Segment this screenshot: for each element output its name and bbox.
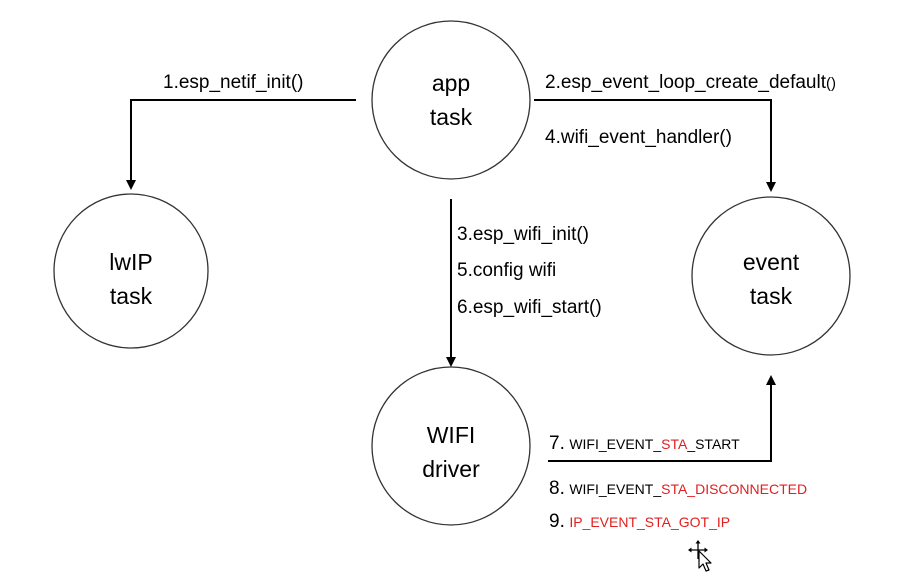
label-esp-wifi-start: 6.esp_wifi_start() (457, 297, 602, 318)
wifi-driver-line1: WIFI (426, 422, 476, 448)
edge-sta-start (548, 375, 776, 462)
edge-esp-netif-init (126, 99, 356, 190)
edge-event-loop (534, 99, 776, 192)
app-task-label: app task (401, 66, 501, 134)
wifi-driver-label: WIFI driver (401, 418, 501, 486)
label-event-loop-create-default: 2.esp_event_loop_create_default() (545, 72, 836, 95)
event-number: 9. (549, 511, 565, 532)
event-sta-got-ip: 9. IP_EVENT_STA_GOT_IP (549, 511, 730, 534)
label-event-loop-main: 2.esp_event_loop_create_default (545, 72, 827, 93)
event-task-circle (691, 196, 851, 356)
app-task-line2: task (429, 104, 473, 130)
lwip-task-circle (53, 193, 209, 349)
wifi-driver-line2: driver (422, 456, 480, 482)
event-sta-disconnected: 8. WIFI_EVENT_STA_DISCONNECTED (549, 478, 807, 501)
app-task-line1: app (431, 70, 471, 96)
event-highlight: IP_EVENT_STA_GOT_IP (569, 514, 731, 530)
wifi-driver-circle (371, 366, 531, 526)
event-task-line1: event (742, 249, 800, 275)
move-cursor-icon (688, 540, 718, 578)
lwip-task-line1: lwIP (109, 249, 153, 275)
event-sta-start: 7. WIFI_EVENT_STA_START (549, 433, 740, 456)
label-esp-wifi-init: 3.esp_wifi_init() (457, 224, 589, 245)
label-esp-netif-init: 1.esp_netif_init() (163, 72, 304, 93)
event-number: 8. (549, 478, 565, 499)
label-wifi-event-handler: 4.wifi_event_handler() (545, 127, 732, 148)
label-event-loop-parens: () (826, 75, 837, 92)
event-task-label: event task (721, 245, 821, 313)
lwip-task-label: lwIP task (81, 245, 181, 313)
label-config-wifi: 5.config wifi (457, 260, 557, 281)
event-prefix: WIFI_EVENT_ (569, 436, 662, 452)
event-highlight: STA (661, 436, 688, 452)
app-task-circle (371, 20, 531, 180)
event-highlight: STA_DISCONNECTED (661, 481, 808, 497)
event-task-line2: task (749, 283, 793, 309)
event-number: 7. (549, 433, 565, 454)
event-prefix: WIFI_EVENT_ (569, 481, 662, 497)
lwip-task-line2: task (109, 283, 153, 309)
event-suffix: _START (687, 436, 740, 452)
